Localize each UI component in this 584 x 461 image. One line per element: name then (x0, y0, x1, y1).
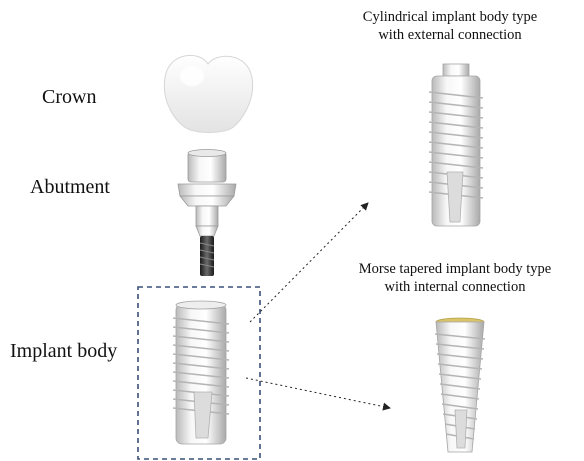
tapered-caption-line1: Morse tapered implant body type (330, 260, 580, 278)
abutment-label: Abutment (30, 176, 110, 199)
crown-label: Crown (42, 86, 96, 109)
cylindrical-caption: Cylindrical implant body type with exter… (330, 8, 570, 44)
cylindrical-implant-image (429, 64, 483, 226)
crown-image (164, 55, 252, 132)
cylindrical-caption-line1: Cylindrical implant body type (330, 8, 570, 26)
implant-body-image (173, 301, 229, 444)
implant-body-label: Implant body (10, 340, 117, 363)
tapered-caption-line2: with internal connection (330, 278, 580, 296)
tapered-caption: Morse tapered implant body type with int… (330, 260, 580, 296)
morse-tapered-implant-image (435, 318, 485, 452)
arrow-to-tapered (246, 378, 390, 408)
abutment-screw-image (200, 236, 214, 276)
cylindrical-caption-line2: with external connection (330, 26, 570, 44)
abutment-image (178, 150, 236, 237)
